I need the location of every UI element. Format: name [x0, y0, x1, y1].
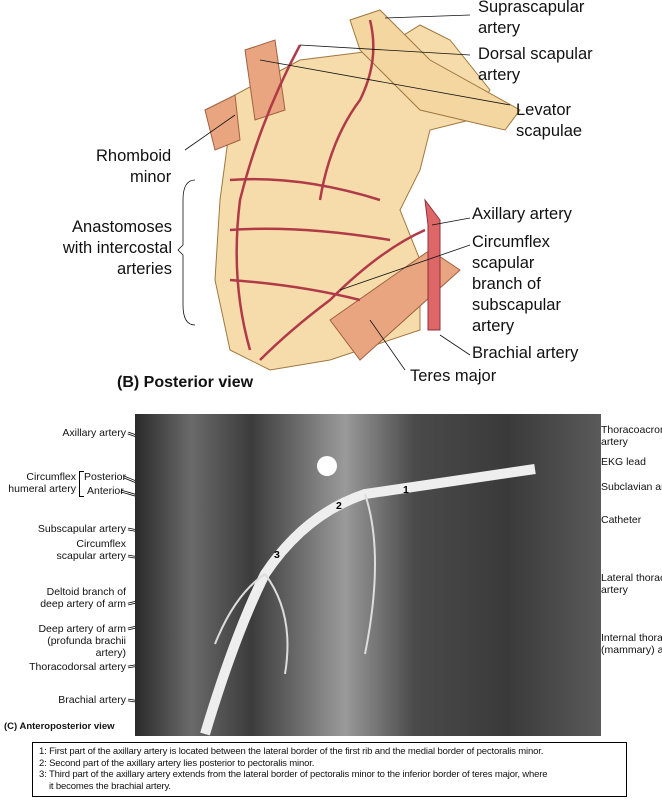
label-dorsal-scapular-artery: Dorsal scapular artery: [478, 45, 593, 84]
segment-number-3: 3: [274, 549, 280, 561]
label-suprascapular-artery: Suprascapular artery: [478, 0, 585, 37]
label-subclavian-artery: Subclavian artery: [601, 481, 662, 493]
label-subscapular-artery: Subscapular artery: [37, 523, 126, 535]
axillary-artery-illustration: [424, 198, 441, 331]
notes-box: 1: First part of the axillary artery is …: [32, 742, 627, 797]
scapula-illustration: [214, 24, 491, 371]
label-internal-thoracic-artery: Internal thoracic (mammary) artery: [601, 632, 662, 656]
label-deep-artery-of-arm: Deep artery of arm (profunda brachii art…: [38, 623, 126, 659]
angiogram-xray: [135, 414, 601, 736]
label-lateral-thoracic-artery: Lateral thoracic artery: [601, 572, 662, 596]
label-circumflex-humeral-artery: Circumflex humeral artery: [8, 471, 76, 495]
muscle-rhomboid: [204, 94, 241, 151]
note-1: 1: First part of the axillary artery is …: [39, 746, 544, 757]
label-teres-major: Teres major: [410, 367, 497, 385]
label-rhomboid-minor: Rhomboid minor: [96, 147, 172, 186]
label-catheter: Catheter: [601, 514, 642, 526]
caption-anteroposterior-view: (C) Anteroposterior view: [4, 721, 115, 732]
label-thoracodorsal-artery: Thoracodorsal artery: [29, 661, 126, 673]
clavicle-bone: [349, 9, 521, 131]
note-2: 2: Second part of the axillary artery li…: [39, 757, 315, 769]
label-axillary-artery-b: Axillary artery: [472, 205, 572, 223]
label-brachial-artery-c: Brachial artery: [58, 694, 126, 706]
label-deltoid-branch: Deltoid branch of deep artery of arm: [40, 586, 126, 610]
artery-branches: [229, 19, 426, 361]
label-posterior: Posterior: [84, 471, 127, 483]
label-anastomoses: Anastomoses with intercostal arteries: [62, 218, 172, 278]
segment-number-2: 2: [336, 500, 342, 512]
label-thoracoacromial-artery: Thoracoacromial artery: [601, 424, 662, 448]
note-3: 3: Third part of the axillary artery ext…: [39, 769, 548, 792]
label-levator-scapulae: Levator scapulae: [516, 101, 583, 140]
xray-vessels: [200, 456, 536, 736]
caption-posterior-view: (B) Posterior view: [117, 374, 254, 391]
segment-number-1: 1: [403, 484, 409, 496]
leader-lines-b: [177, 14, 511, 371]
label-circumflex-scapular-branch: Circumflex scapular branch of subscapula…: [472, 233, 561, 335]
label-circumflex-scapular-artery: Circumflex scapular artery: [56, 538, 126, 562]
label-ekg-lead: EKG lead: [601, 456, 646, 468]
label-brachial-artery-b: Brachial artery: [472, 344, 579, 362]
label-axillary-artery-c: Axillary artery: [62, 427, 126, 439]
bracket: [79, 471, 84, 497]
label-anterior: Anterior: [87, 485, 124, 497]
